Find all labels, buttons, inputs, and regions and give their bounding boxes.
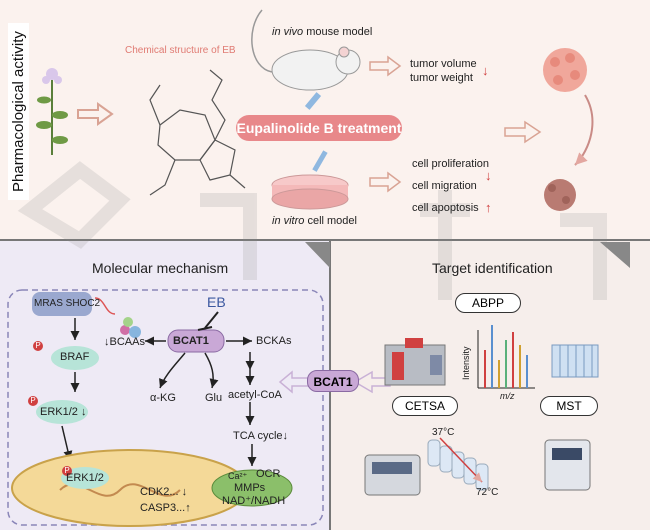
ms-spectrum [477, 325, 535, 389]
temp-72-label: 72°C [476, 487, 499, 498]
ocr-label: OCR [256, 468, 281, 480]
arrow-to-cells [369, 171, 402, 193]
chemical-structure [149, 69, 246, 196]
akg-label: α-KG [150, 392, 176, 404]
corner-triangle-left [305, 242, 330, 268]
arrow-to-tumor [369, 55, 402, 77]
tumor-weight-label: tumor weight [410, 72, 473, 84]
treatment-pill: Eupalinolide B treatment [236, 115, 402, 141]
proliferation-migration-down-arrow: ↓ [485, 168, 492, 183]
target-title: Target identification [432, 260, 553, 276]
arrow-target-to-mechanism [353, 370, 391, 394]
tca-cycle-label: TCA cycle↓ [233, 430, 289, 442]
bcat1-node-mechanism [167, 329, 225, 353]
mras-shoc2-label: MRAS SHOC2 [34, 298, 101, 309]
mst-instrument [544, 439, 591, 491]
mz-axis-label: m/z [500, 391, 515, 401]
erk-node-nucleus [61, 467, 109, 489]
apoptosis-up-arrow: ↑ [485, 200, 492, 215]
cetsa-pill: CETSA [392, 396, 458, 416]
receptor-icon [32, 292, 116, 316]
bcat1-mechanism-label: BCAT1 [173, 335, 209, 347]
corner-triangle-right [600, 242, 630, 268]
invitro-rest: cell model [304, 215, 357, 227]
tumor-down-arrow: ↓ [482, 63, 489, 78]
cdk2-label: CDK2... ↓ [140, 486, 188, 498]
temp-37-label: 37°C [432, 427, 455, 438]
tumor-volume-label: tumor volume [410, 58, 477, 70]
invivo-label: in vivo mouse model [272, 26, 372, 39]
erk-node-cytoplasm [36, 400, 88, 424]
invivo-italic: in vivo [272, 26, 304, 38]
arrow-plant-to-structure [77, 102, 114, 126]
braf-label: BRAF [60, 351, 90, 363]
phospho-badge-2: P [28, 396, 38, 406]
invitro-italic: in vitro [272, 215, 305, 227]
tumor-small [544, 179, 576, 211]
glu-label: Glu [205, 392, 223, 404]
eb-label: EB [207, 294, 226, 310]
bckas-label: BCKAs [256, 335, 292, 347]
arrow-tumor-shrink [504, 120, 542, 144]
braf-node [51, 346, 99, 370]
thermal-cycler [364, 454, 421, 496]
mechanism-title: Molecular mechanism [92, 260, 229, 276]
bcaas-label: ↓BCAAs [104, 336, 145, 348]
mst-pill: MST [540, 396, 598, 416]
invitro-label: in vitro cell model [272, 215, 357, 228]
phospho-badge-1: P [33, 341, 43, 351]
lab-instrument [384, 338, 446, 386]
nad-label: NAD⁺/NADH [222, 495, 286, 507]
side-label: Pharmacological activity [8, 23, 29, 200]
cell-apoptosis-label: cell apoptosis [412, 202, 479, 214]
petri-dish [271, 150, 349, 210]
erk-cytoplasm-label: ERK1/2 ↓ [40, 406, 87, 418]
tumor-large [543, 48, 587, 92]
calcium-label: Ca²⁺ [228, 471, 248, 481]
mst-plate [551, 344, 599, 378]
watermark [17, 161, 607, 300]
phospho-badge-3: P [62, 466, 72, 476]
plant-illustration [36, 68, 68, 155]
erk-nucleus-label: ERK1/2 [66, 472, 104, 484]
temperature-arrow [439, 437, 483, 483]
invivo-rest: mouse model [303, 26, 373, 38]
arrow-tumor-curve [574, 94, 594, 166]
eb-inhibition-line [204, 311, 219, 329]
casp3-label: CASP3...↑ [140, 502, 191, 514]
abpp-pill: ABPP [455, 293, 521, 313]
bcat1-target-pill: BCAT1 [307, 370, 359, 392]
mouse-illustration [251, 9, 361, 91]
cell-migration-label: cell migration [412, 180, 477, 192]
chem-structure-caption: Chemical structure of EB [125, 45, 236, 56]
syringe-icon-top [304, 92, 322, 110]
mmps-label: MMPs [234, 482, 266, 494]
mitochondrion [211, 469, 293, 507]
intensity-axis-label: Intensity [461, 346, 471, 380]
cell-proliferation-label: cell proliferation [412, 158, 490, 170]
acetyl-coa-label: acetyl-CoA [228, 389, 282, 401]
pcr-tubes [427, 439, 489, 491]
